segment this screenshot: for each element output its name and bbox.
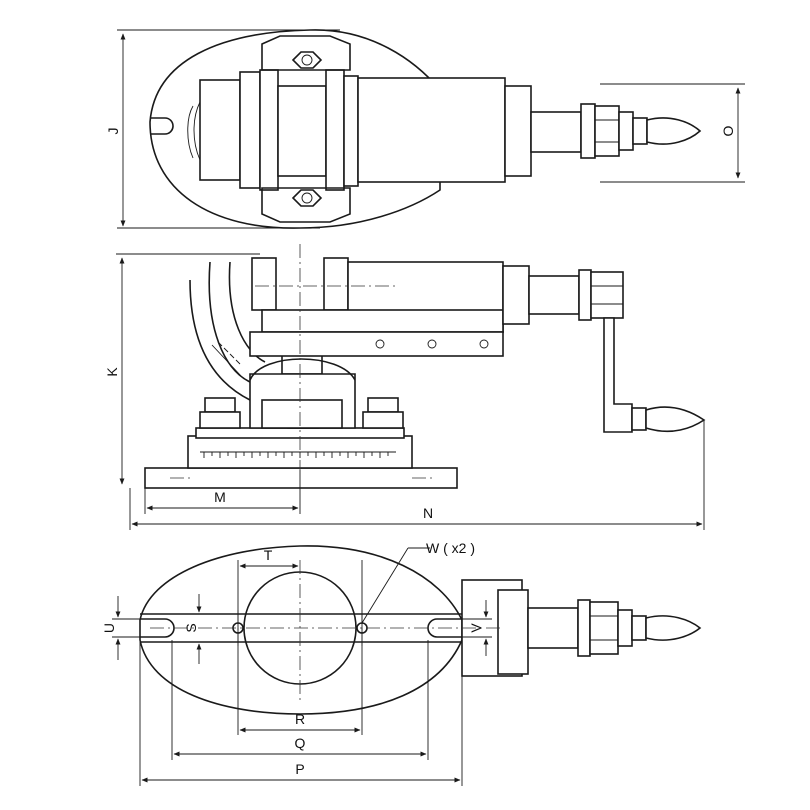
label-W: W ( x2 ) [426, 540, 475, 556]
label-K: K [104, 367, 120, 377]
front-view: K [104, 244, 706, 530]
label-P: P [295, 761, 304, 777]
label-T: T [264, 547, 273, 563]
label-U: U [101, 623, 117, 633]
label-S: S [183, 623, 199, 632]
top-view: J O [105, 29, 745, 229]
label-Q: Q [295, 735, 306, 751]
label-J: J [105, 128, 121, 135]
label-V: V [468, 623, 484, 633]
label-R: R [295, 711, 305, 727]
base-view: T W ( x2 ) U S V R Q P [101, 540, 702, 786]
label-M: M [214, 489, 226, 505]
label-N: N [423, 505, 433, 521]
label-O: O [720, 125, 736, 136]
